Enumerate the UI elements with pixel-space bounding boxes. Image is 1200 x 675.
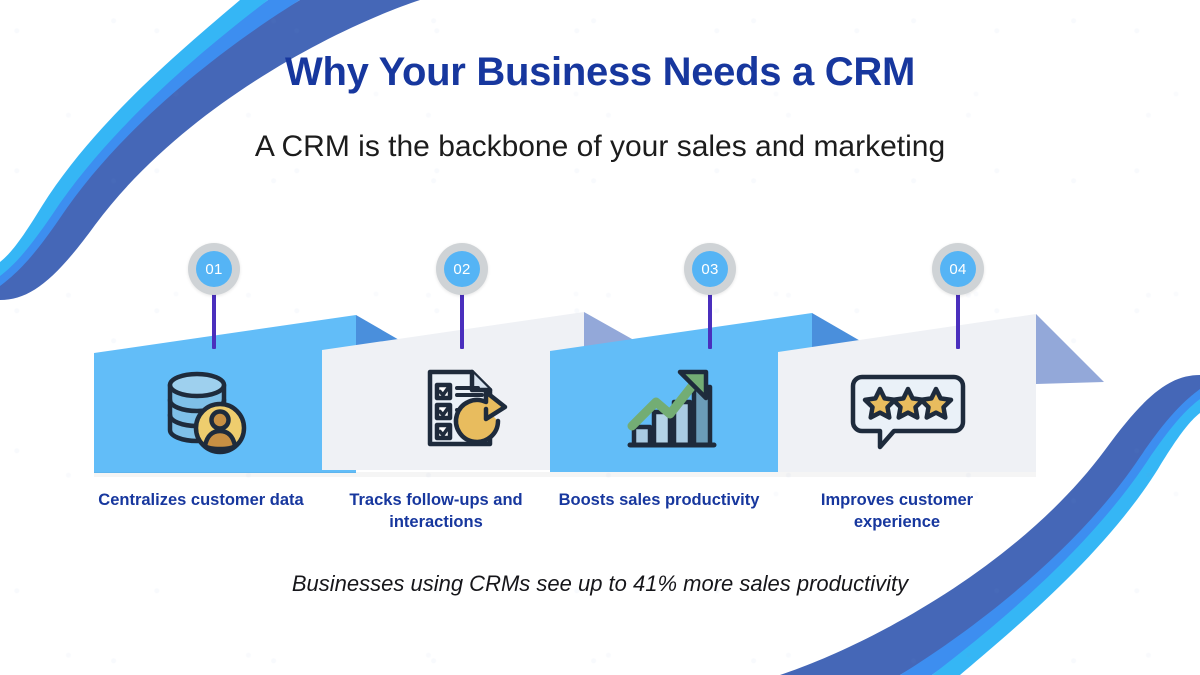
step-stem-01 xyxy=(212,293,216,349)
footnote-stat: Businesses using CRMs see up to 41% more… xyxy=(291,571,909,596)
database-user-icon xyxy=(158,367,250,462)
step-caption-03: Boosts sales productivity xyxy=(558,491,760,509)
step-stem-04 xyxy=(956,293,960,349)
step-marker-02[interactable]: 02 xyxy=(436,243,488,349)
step-caption-04: Improves customer experience xyxy=(820,491,974,532)
step-marker-04[interactable]: 04 xyxy=(932,243,984,349)
step-stem-02 xyxy=(460,293,464,349)
banner-sheet-3 xyxy=(550,313,812,472)
step-stem-03 xyxy=(708,293,712,349)
step-number-02: 02 xyxy=(444,251,480,287)
step-caption-02: Tracks follow-ups and interactions xyxy=(349,491,523,532)
step-marker-03[interactable]: 03 xyxy=(684,243,736,349)
growth-chart-icon xyxy=(626,364,720,459)
step-number-03: 03 xyxy=(692,251,728,287)
step-caption-01: Centralizes customer data xyxy=(98,491,304,509)
checklist-refresh-icon xyxy=(420,364,512,459)
fold-4 xyxy=(1036,314,1104,384)
step-number-04: 04 xyxy=(940,251,976,287)
